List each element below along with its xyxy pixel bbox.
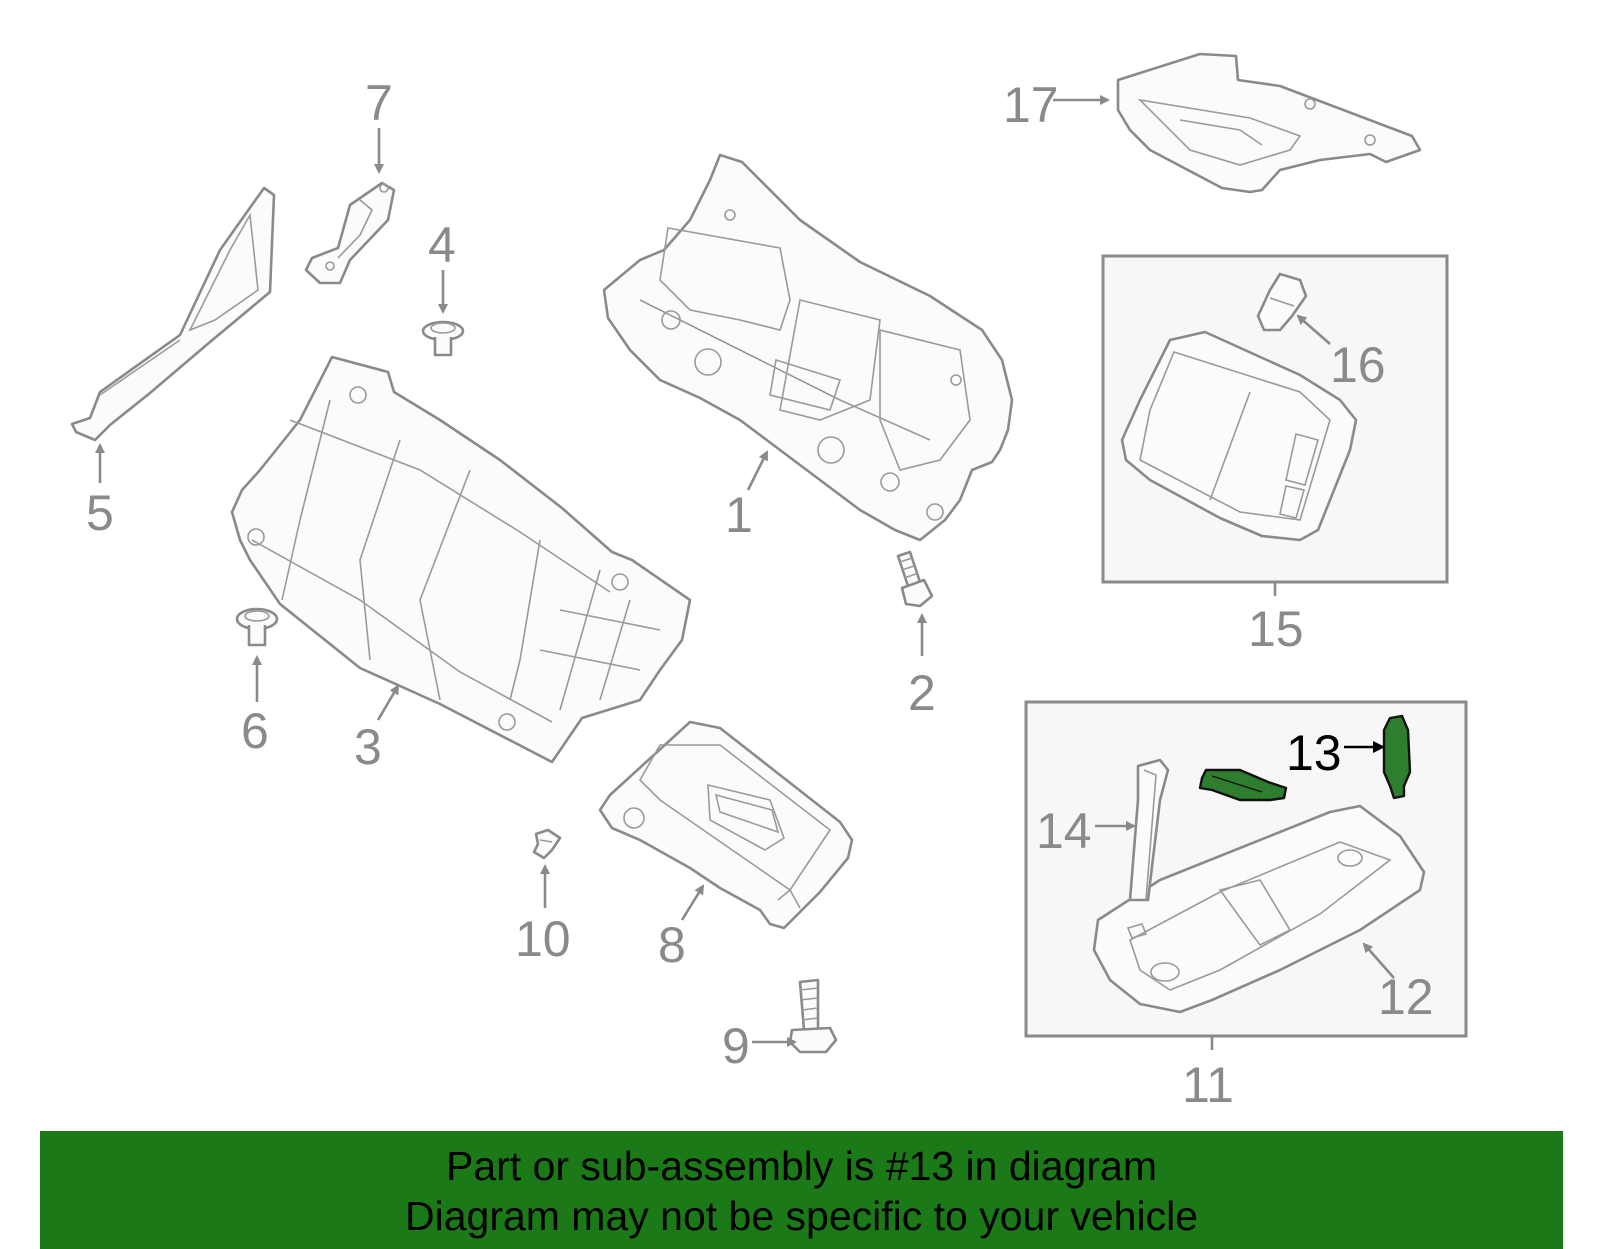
banner-line-1: Part or sub-assembly is #13 in diagram: [446, 1143, 1157, 1189]
part-10-clip: [532, 828, 562, 860]
parts-diagram: 7 5 4 6 3: [70, 52, 1468, 1113]
callout-12: 12: [1378, 969, 1434, 1025]
part-9-screw: [788, 978, 838, 1054]
part-1-package-tray: [602, 153, 1014, 542]
part-15-dome-lamp: [1120, 330, 1358, 542]
banner-line-2: Diagram may not be specific to your vehi…: [404, 1193, 1198, 1239]
part-2-bolt: [896, 550, 934, 608]
part-17-bracket-plate: [1116, 52, 1422, 194]
callout-13: 13: [1286, 725, 1342, 781]
callout-8: 8: [658, 917, 686, 973]
part-7-bracket: [304, 181, 396, 285]
callout-10: 10: [515, 911, 571, 967]
callout-1: 1: [725, 487, 753, 543]
callout-4: 4: [428, 217, 456, 273]
part-6-clip: [235, 607, 279, 647]
callout-9: 9: [722, 1018, 750, 1074]
callout-7: 7: [365, 75, 393, 131]
info-banner: Part or sub-assembly is #13 in diagram D…: [40, 1131, 1563, 1249]
callout-3: 3: [354, 719, 382, 775]
callout-16: 16: [1330, 337, 1386, 393]
part-16-bulb: [1256, 272, 1308, 332]
part-13-bulb-highlighted: [1198, 714, 1412, 802]
part-5-pillar-trim: [70, 186, 276, 442]
callout-6: 6: [241, 703, 269, 759]
callout-14: 14: [1036, 803, 1092, 859]
callout-11: 11: [1182, 1057, 1234, 1113]
part-4-clip: [421, 320, 465, 357]
callout-17: 17: [1003, 77, 1059, 133]
callout-2: 2: [908, 665, 936, 721]
part-8-sun-visor: [598, 720, 854, 930]
part-14-light-pipe: [1128, 758, 1170, 902]
part-3-headliner: [230, 355, 692, 764]
callout-15: 15: [1248, 601, 1304, 657]
part-12-overhead-console: [1092, 804, 1426, 1014]
callout-5: 5: [86, 485, 114, 541]
